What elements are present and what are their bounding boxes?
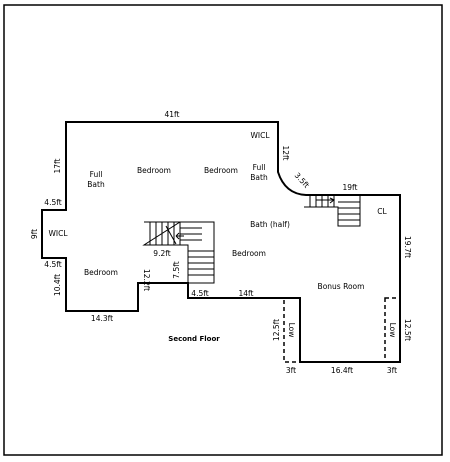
room-labels: Full Bath Bedroom Bedroom Full Bath WICL…	[48, 131, 397, 337]
room-low-right: Low	[388, 323, 397, 338]
room-bonus-room: Bonus Room	[318, 282, 365, 291]
room-bath-half: Bath (half)	[250, 220, 290, 229]
room-bedroom-middle: Bedroom	[232, 249, 266, 258]
room-bedroom-top-right: Bedroom	[204, 166, 238, 175]
dim-stair-bottom: 4.5ft	[191, 289, 208, 298]
dim-low-left-width: 3ft	[286, 366, 296, 375]
stairs-left	[142, 221, 215, 284]
dim-top: 41ft	[165, 110, 180, 119]
dim-bottom-left: 14.3ft	[91, 314, 113, 323]
dim-angled: 3.5ft	[293, 171, 311, 190]
exterior-wall	[41, 121, 401, 363]
low-area-right	[384, 297, 401, 363]
room-full-bath-left-line1: Full	[90, 170, 103, 179]
dim-inner-left: 12.2ft	[142, 269, 151, 291]
room-full-bath-right-line1: Full	[253, 163, 266, 172]
dim-bottom-middle: 14ft	[239, 289, 254, 298]
room-bedroom-top-left: Bedroom	[137, 166, 171, 175]
dim-low-left-height: 12.5ft	[272, 319, 281, 341]
dim-right-upper: 12ft	[281, 146, 290, 161]
room-closet: CL	[377, 207, 387, 216]
dim-left-step-bottom: 4.5ft	[44, 260, 61, 269]
dim-low-right-height: 12.5ft	[403, 319, 412, 341]
dim-low-right-width: 3ft	[387, 366, 397, 375]
dim-bonus-bottom: 16.4ft	[331, 366, 353, 375]
dim-left-upper: 17ft	[53, 158, 62, 173]
room-bedroom-bottom-left: Bedroom	[84, 268, 118, 277]
room-full-bath-left-line2: Bath	[87, 180, 105, 189]
room-full-bath-right-line2: Bath	[250, 173, 268, 182]
room-wicl-top: WICL	[250, 131, 270, 140]
dimension-labels: 41ft 17ft 4.5ft 9ft 4.5ft 10.4ft 14.3ft …	[30, 110, 412, 375]
dim-right-top: 19ft	[343, 183, 358, 192]
room-wicl-left: WICL	[48, 229, 68, 238]
room-low-left: Low	[287, 323, 296, 338]
dim-stair-drop: 7.5ft	[172, 261, 181, 278]
page-border	[3, 4, 443, 456]
dim-right-side: 19.7ft	[403, 236, 412, 258]
stairs-right	[304, 194, 361, 227]
floor-title: Second Floor	[168, 335, 220, 343]
dim-left-step-top: 4.5ft	[44, 198, 61, 207]
low-area-left	[283, 297, 301, 363]
dim-left-wicl: 9ft	[30, 229, 39, 239]
dim-stair-width: 9.2ft	[153, 249, 170, 258]
dim-left-lower: 10.4ft	[53, 274, 62, 296]
